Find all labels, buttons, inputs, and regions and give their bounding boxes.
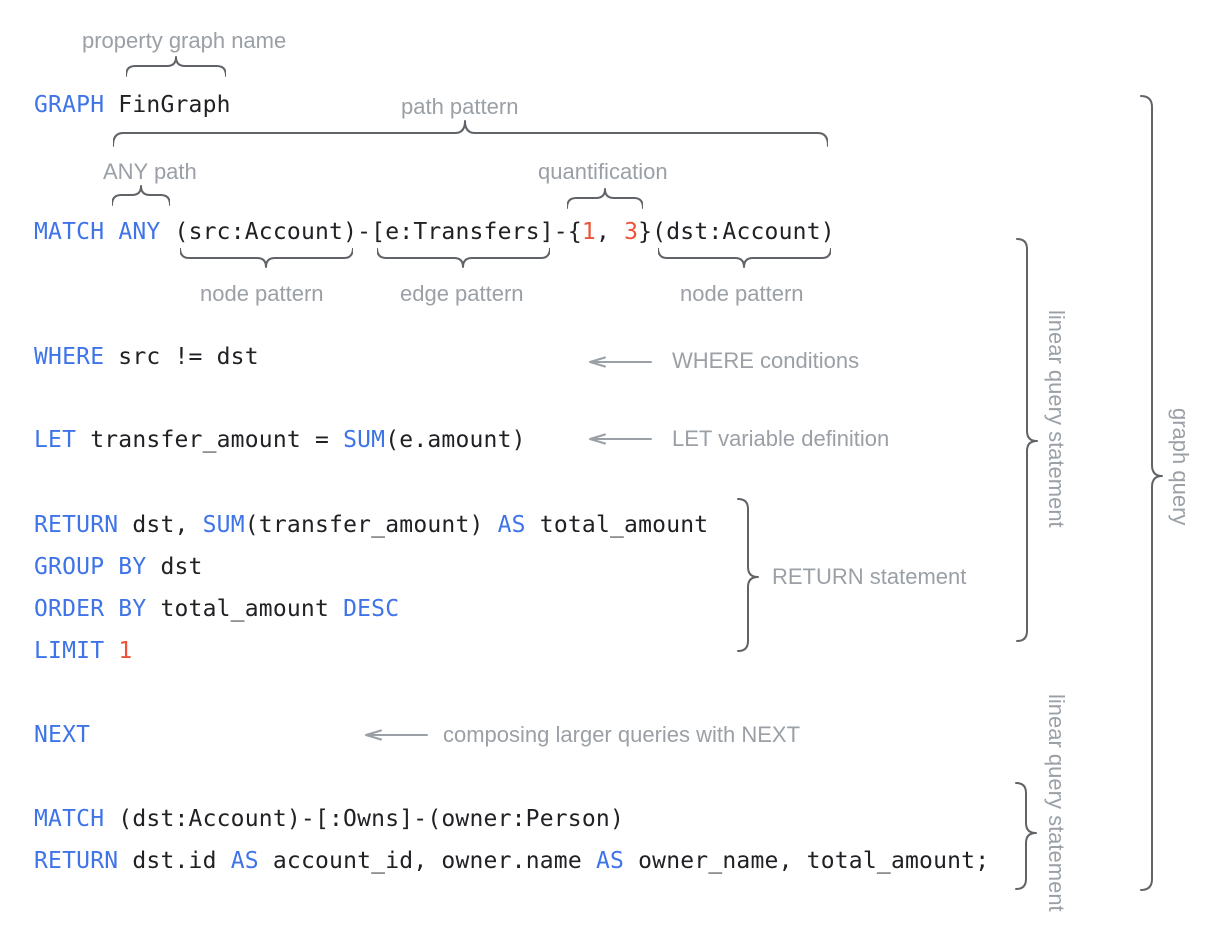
code-token: LIMIT [34,638,105,664]
code-token: NEXT [34,722,91,748]
code-token: WHERE [34,344,105,370]
annotation-let-variable-definition: LET variable definition [672,426,890,451]
code-token: account_id, owner.name [258,848,596,874]
code-token: ORDER BY [34,596,147,622]
code-token: AS [595,848,625,874]
brace-property-graph-name [126,56,226,77]
code-line-next: NEXT [34,720,90,750]
code-token: dst.id [118,848,231,874]
annotation-return-statement: RETURN statement [772,564,967,589]
annotation-path-pattern: path pattern [401,94,519,119]
left-arrow-icon [589,356,652,368]
code-line-where: WHERE src != dst [34,342,259,372]
annotation-node-pattern-left: node pattern [200,281,324,306]
code-token: dst [146,554,203,580]
annotation-property-graph-name: property graph name [82,28,287,53]
brace-linear-query-statement-top [1016,238,1038,642]
code-token: (src:Account)-[e:Transfers]-{ [160,219,582,245]
code-line-graph: GRAPH FinGraph [34,90,231,120]
code-token: total_amount [525,512,709,538]
brace-graph-query [1140,95,1163,891]
annotation-quantification: quantification [538,159,668,184]
code-token: AS [497,512,526,538]
code-token: ANY [118,219,161,245]
code-line-order-by: ORDER BY total_amount DESC [34,594,399,624]
annotation-where-conditions: WHERE conditions [672,348,860,373]
code-token: }(dst:Account) [638,219,835,245]
code-token: (e.amount) [385,427,526,453]
annotation-linear-query-statement-top: linear query statement [1044,310,1069,528]
code-token: src != dst [104,344,259,370]
brace-edge-pattern [377,248,550,268]
code-token: total_amount [146,596,344,622]
code-token [104,638,118,664]
left-arrow-icon [589,433,652,445]
code-token: RETURN [34,848,119,874]
code-token: GRAPH [34,92,105,118]
code-token: , [595,219,625,245]
code-line-group-by: GROUP BY dst [34,552,203,582]
code-token: AS [230,848,259,874]
brace-node-pattern-right [658,248,831,268]
brace-quantification [567,188,643,209]
code-token: dst, [118,512,203,538]
code-token: MATCH [34,219,105,245]
code-line-limit: LIMIT 1 [34,636,132,666]
code-token: SUM [343,427,386,453]
brace-return-statement [737,498,759,652]
code-line-return: RETURN dst, SUM(transfer_amount) AS tota… [34,510,708,540]
code-token: 1 [118,638,133,664]
code-token: SUM [202,512,245,538]
code-token: owner_name, total_amount; [624,848,990,874]
annotation-composing-next: composing larger queries with NEXT [443,722,801,747]
left-arrow-icon [365,729,428,741]
brace-node-pattern-left [180,248,353,268]
code-token: 1 [581,219,596,245]
brace-linear-query-statement-bottom [1015,782,1037,890]
code-token: DESC [343,596,400,622]
code-line-let: LET transfer_amount = SUM(e.amount) [34,425,526,455]
brace-path-pattern [113,120,828,147]
code-token [104,219,118,245]
code-line-return-2: RETURN dst.id AS account_id, owner.name … [34,846,989,876]
code-token: (transfer_amount) [244,512,498,538]
code-token: GROUP BY [34,554,147,580]
code-token: LET [34,427,77,453]
brace-any-path [112,185,170,206]
code-token: 3 [624,219,639,245]
code-line-match-2: MATCH (dst:Account)-[:Owns]-(owner:Perso… [34,804,624,834]
code-token: RETURN [34,512,119,538]
code-token: MATCH [34,806,105,832]
annotation-edge-pattern: edge pattern [400,281,524,306]
code-token: (dst:Account)-[:Owns]-(owner:Person) [104,806,624,832]
annotation-linear-query-statement-bottom: linear query statement [1044,694,1069,912]
code-token: transfer_amount = [76,427,344,453]
annotation-node-pattern-right: node pattern [680,281,804,306]
code-line-match: MATCH ANY (src:Account)-[e:Transfers]-{1… [34,217,835,247]
annotation-any-path: ANY path [103,159,197,184]
annotation-graph-query: graph query [1168,408,1193,526]
code-token: FinGraph [104,92,231,118]
